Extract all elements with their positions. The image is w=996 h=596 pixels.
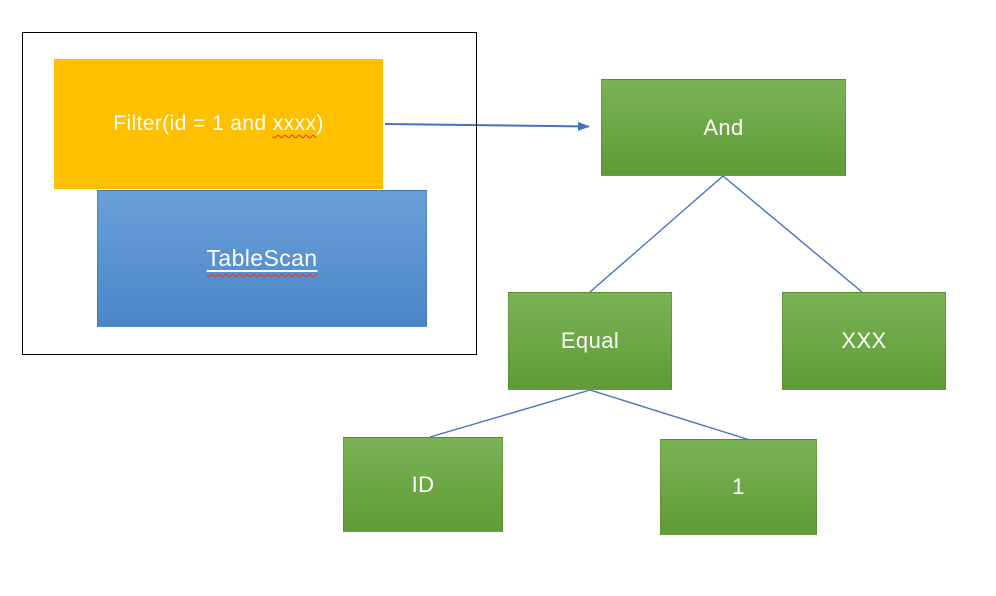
node-xxx-label: XXX (841, 328, 887, 353)
node-id[interactable]: ID (343, 437, 503, 532)
node-equal-label: Equal (560, 328, 620, 353)
edge-and-to-equal (589, 175, 724, 293)
edge-equal-to-one (589, 389, 754, 442)
filter-label-prefix: Filter(id = 1 and (113, 112, 273, 135)
filter-misspelled-word: xxxx (272, 112, 317, 135)
edge-equal-to-id (429, 389, 591, 438)
node-and-label: And (703, 114, 744, 140)
node-xxx[interactable]: XXX (782, 292, 946, 390)
filter-label-suffix: ) (316, 112, 324, 135)
filter-label: Filter(id = 1 and xxxx) (113, 112, 324, 136)
filter-shape[interactable]: Filter(id = 1 and xxxx) (54, 59, 383, 189)
tablescan-label: TableScan (206, 245, 317, 272)
node-and[interactable]: And (601, 79, 846, 176)
plan-group-container[interactable] (22, 32, 477, 355)
tablescan-shape[interactable]: TableScan (97, 190, 427, 327)
node-one-label: 1 (732, 474, 745, 499)
edge-and-to-xxx (722, 175, 863, 293)
node-one[interactable]: 1 (660, 439, 817, 535)
node-id-label: ID (411, 471, 435, 497)
tablescan-misspelled-word: TableScan (206, 245, 318, 271)
node-equal[interactable]: Equal (508, 292, 672, 390)
